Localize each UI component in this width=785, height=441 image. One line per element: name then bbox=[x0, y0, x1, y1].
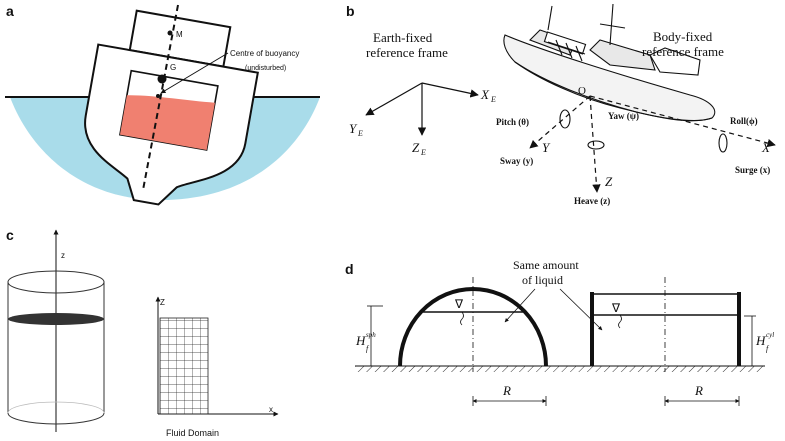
same-amount-line2: of liquid bbox=[522, 273, 563, 287]
label-xe-sub: E bbox=[490, 95, 496, 104]
spherical-wave-mark bbox=[460, 311, 464, 326]
label-roll: Roll(ϕ) bbox=[730, 116, 758, 126]
body-heave-axis bbox=[589, 95, 601, 193]
label-ye-sub: E bbox=[357, 129, 363, 138]
roll-rotation-arc bbox=[718, 133, 728, 153]
panel-b: b Earth-fixed reference frame X E Y E Z … bbox=[346, 3, 776, 206]
label-heave: Heave (z) bbox=[574, 196, 610, 206]
label-r-left: R bbox=[502, 383, 511, 398]
label-axis-z: Z bbox=[605, 174, 613, 189]
fluid-mesh bbox=[159, 317, 209, 415]
panel-a-letter: a bbox=[6, 3, 14, 19]
ground-hatch bbox=[355, 366, 765, 372]
earth-y-axis bbox=[365, 82, 423, 116]
label-h-sph-sub: f bbox=[366, 344, 370, 353]
label-origin: O bbox=[578, 85, 586, 97]
buoyancy-leader-line bbox=[160, 52, 229, 94]
label-h-cyl: H bbox=[755, 333, 766, 348]
panel-d-letter: d bbox=[345, 261, 354, 277]
body-surge-axis bbox=[589, 95, 776, 148]
label-undisturbed: (undisturbed) bbox=[245, 65, 286, 72]
ship-centreline bbox=[142, 4, 179, 191]
label-axis-x: X bbox=[761, 140, 771, 155]
label-g: G bbox=[170, 63, 176, 72]
label-surge: Surge (x) bbox=[735, 165, 770, 175]
label-m: M bbox=[176, 30, 183, 39]
label-ze: Z bbox=[412, 140, 420, 155]
centre-of-gravity-point bbox=[157, 74, 167, 84]
label-h-cyl-sup: cyl bbox=[766, 331, 774, 339]
ship-hull-group bbox=[84, 9, 259, 206]
centre-of-buoyancy-point bbox=[156, 94, 160, 98]
label-ze-sub: E bbox=[420, 148, 426, 157]
cylinder-bottom bbox=[7, 412, 105, 425]
panel-c-letter: c bbox=[6, 227, 14, 243]
pitch-rotation-arc bbox=[559, 109, 571, 129]
label-h-sph-sup: sph bbox=[366, 331, 376, 339]
label-fluid-domain: Fluid Domain bbox=[166, 428, 219, 438]
cylinder-bottom-back bbox=[7, 401, 105, 414]
label-axis-y: Y bbox=[542, 140, 551, 155]
label-centre-of-buoyancy: Centre of buoyancy bbox=[230, 49, 299, 58]
cylindrical-surface-symbol: ∇ bbox=[611, 301, 621, 315]
panel-d: d ∇ ∇ Same amount of liquid H f sph H f bbox=[345, 258, 774, 406]
body-frame-line1: Body-fixed bbox=[653, 29, 713, 44]
tank-liquid bbox=[119, 95, 215, 150]
earth-frame-line2: reference frame bbox=[366, 45, 448, 60]
leader-to-sphere bbox=[504, 288, 536, 323]
metacentre-point bbox=[167, 30, 173, 36]
same-amount-line1: Same amount bbox=[513, 258, 579, 272]
label-grid-x: x bbox=[269, 405, 273, 414]
label-pitch: Pitch (θ) bbox=[496, 117, 529, 127]
yaw-rotation-arc bbox=[587, 140, 605, 150]
label-grid-z: Z bbox=[160, 298, 165, 307]
body-frame-line2: reference frame bbox=[642, 44, 724, 59]
earth-x-axis bbox=[421, 82, 479, 98]
leader-to-cylinder bbox=[559, 288, 603, 331]
label-xe: X bbox=[480, 87, 490, 102]
label-sway: Sway (y) bbox=[500, 156, 533, 166]
ship-sketch bbox=[503, 3, 716, 122]
label-r-right: R bbox=[694, 383, 703, 398]
spherical-surface-symbol: ∇ bbox=[454, 297, 464, 311]
panel-b-letter: b bbox=[346, 3, 355, 19]
label-h-sph: H bbox=[355, 333, 366, 348]
panel-a: a M G Centre of buoyancy (undisturbed) bbox=[5, 3, 320, 206]
cylinder-free-surface bbox=[8, 313, 104, 325]
panel-c: c z Z x Fluid Domain bbox=[6, 227, 279, 438]
earth-frame-line1: Earth-fixed bbox=[373, 30, 433, 45]
label-ye: Y bbox=[349, 121, 358, 136]
cylindrical-wave-mark bbox=[618, 314, 622, 329]
spherical-tank-wall bbox=[398, 287, 548, 367]
label-yaw: Yaw (ψ) bbox=[608, 111, 639, 121]
label-h-cyl-sub: f bbox=[766, 344, 770, 353]
label-cylinder-z: z bbox=[61, 251, 65, 260]
